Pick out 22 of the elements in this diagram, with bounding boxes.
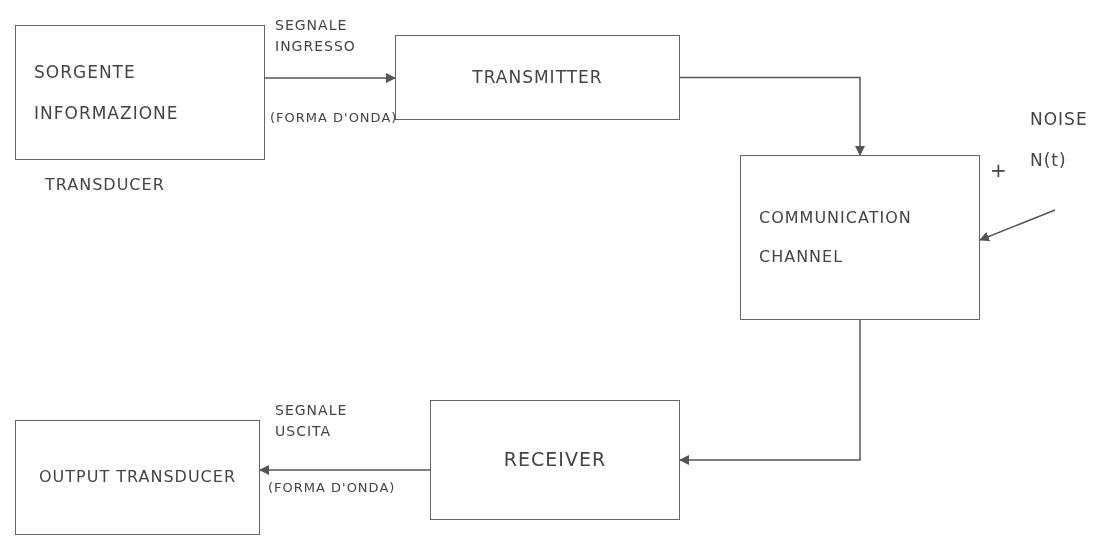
box-label: SORGENTE INFORMAZIONE [34,61,179,123]
process-box [430,400,680,520]
edge-label: SEGNALE USCITA [275,401,349,441]
box-label: COMMUNICATION CHANNEL [759,208,912,266]
box-caption: + [990,158,1008,182]
arrow [264,73,396,83]
arrow [679,319,861,465]
box-label: RECEIVER [503,448,607,471]
arrow [979,209,1056,242]
note-label: (FORMA D'ONDA) [270,110,398,125]
process-box [15,420,260,535]
box-caption: TRANSDUCER [45,175,165,194]
process-box [395,35,680,120]
noise-label: NOISE N(t) [1030,109,1088,170]
arrow [259,465,431,475]
arrow [679,76,865,156]
edge-label: SEGNALE INGRESSO [275,16,357,56]
box-label: OUTPUT TRANSDUCER [38,467,236,487]
process-box [740,155,980,320]
box-label: TRANSMITTER [472,67,603,88]
process-box [15,25,265,160]
note-label: (FORMA D'ONDA) [268,480,396,495]
